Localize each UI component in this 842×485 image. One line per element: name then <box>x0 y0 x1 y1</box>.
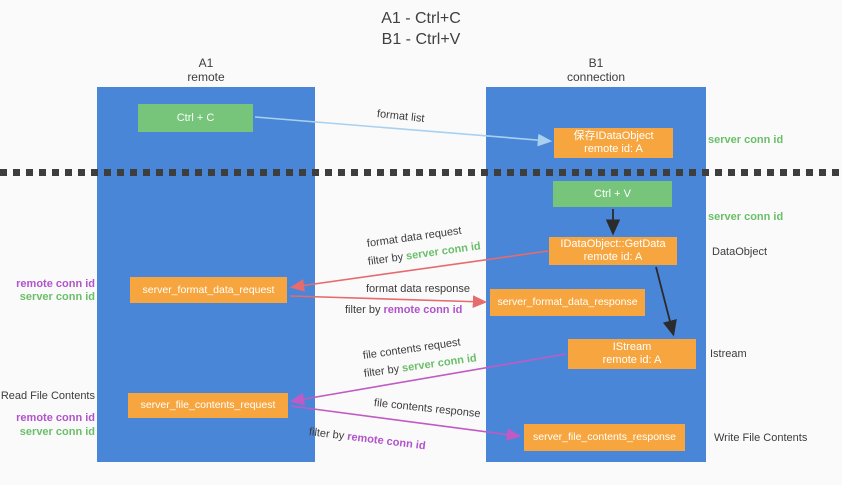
lane-header-a1: A1 remote <box>146 56 266 84</box>
session-divider-dotted-line <box>0 169 842 176</box>
annotation-server-conn-id-1: server conn id <box>708 134 784 146</box>
lane-a1-id: A1 <box>198 56 214 70</box>
annotation-write-file-contents: Write File Contents <box>714 432 808 444</box>
node-ctrl-c-label: Ctrl + C <box>176 111 215 124</box>
lane-a1-role: remote <box>187 70 225 84</box>
remote-conn-id-text: remote conn id <box>383 304 463 316</box>
node-server-file-contents-response: server_file_contents_response <box>524 424 685 451</box>
label-filter-by-remote-conn-id-1: filter by remote conn id <box>345 304 462 316</box>
node-ctrl-v: Ctrl + V <box>553 181 672 207</box>
remote-conn-id-text: remote conn id <box>346 430 427 453</box>
node-getdata-line2: remote id: A <box>583 251 643 263</box>
diagram-title: A1 - Ctrl+C B1 - Ctrl+V <box>0 8 842 50</box>
node-server-format-data-response: server_format_data_response <box>490 289 645 316</box>
server-conn-id-text: server conn id <box>401 352 478 375</box>
node-ctrl-v-label: Ctrl + V <box>594 187 631 200</box>
title-line-2: B1 - Ctrl+V <box>381 31 461 48</box>
annotation-dataobject: DataObject <box>712 246 768 258</box>
lane-header-b1: B1 connection <box>536 56 656 84</box>
filter-by-text: filter by <box>345 304 384 316</box>
label-filter-by-remote-conn-id-2: filter by remote conn id <box>308 426 426 452</box>
node-getdata-line1: IDataObject::GetData <box>560 238 666 250</box>
lane-b1-id: B1 <box>588 56 604 70</box>
node-save-idataobject: 保存IDataObject remote id: A <box>554 128 673 158</box>
annotation-remote-conn-id-left-2: remote conn id <box>16 412 95 424</box>
node-istream: IStream remote id: A <box>568 339 696 369</box>
format-data-response-arrow <box>289 295 488 309</box>
node-idataobject-getdata: IDataObject::GetData remote id: A <box>549 237 677 265</box>
node-format-request-label: server_format_data_request <box>142 283 275 296</box>
node-save-idataobject-line1: 保存IDataObject <box>573 130 654 142</box>
annotation-server-conn-id-left-2: server conn id <box>19 426 95 438</box>
node-server-file-contents-request: server_file_contents_request <box>128 393 288 418</box>
lane-b1-role: connection <box>566 70 626 84</box>
annotation-server-conn-id-2: server conn id <box>708 211 784 223</box>
label-format-data-response: format data response <box>366 283 470 295</box>
server-conn-id-text: server conn id <box>405 240 482 263</box>
node-istream-line1: IStream <box>612 341 652 353</box>
filter-by-text: filter by <box>367 250 407 268</box>
annotation-read-file-contents: Read File Contents <box>0 390 95 402</box>
node-ctrl-c: Ctrl + C <box>138 104 253 132</box>
filter-by-text: filter by <box>363 362 403 380</box>
node-istream-line2: remote id: A <box>602 354 662 366</box>
node-file-request-label: server_file_contents_request <box>140 399 276 411</box>
node-file-response-label: server_file_contents_response <box>532 431 676 443</box>
node-format-response-label: server_format_data_response <box>497 296 638 308</box>
node-save-idataobject-line2: remote id: A <box>584 143 643 155</box>
label-file-contents-response: file contents response <box>373 397 482 421</box>
annotation-istream: Istream <box>710 348 747 360</box>
label-format-list: format list <box>376 108 426 125</box>
annotation-server-conn-id-left-1: server conn id <box>19 291 95 303</box>
annotation-remote-conn-id-left-1: remote conn id <box>16 278 95 290</box>
title-line-1: A1 - Ctrl+C <box>381 10 461 27</box>
node-server-format-data-request: server_format_data_request <box>130 277 287 303</box>
